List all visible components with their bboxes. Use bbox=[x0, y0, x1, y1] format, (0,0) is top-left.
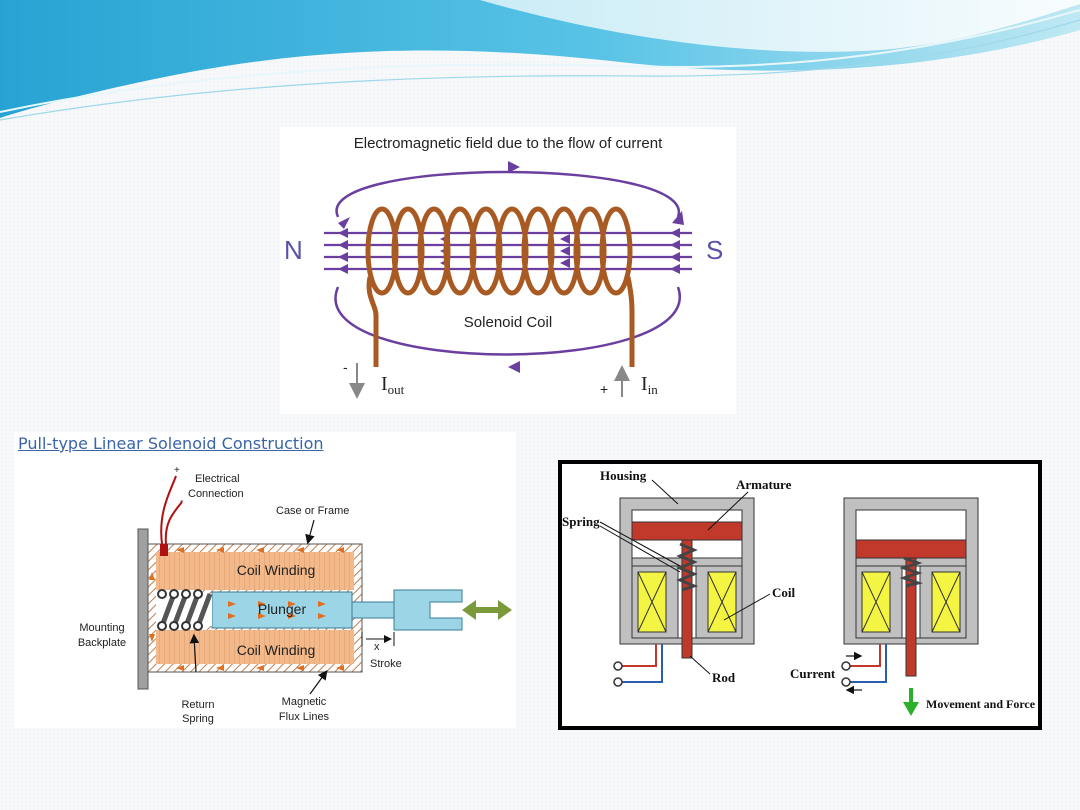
pull-type-solenoid-diagram: Pull-type Linear Solenoid Construction bbox=[14, 432, 516, 728]
field-lines-internal bbox=[324, 231, 692, 271]
housing-label: Housing bbox=[600, 468, 647, 483]
solenoid-unit-right bbox=[841, 497, 979, 695]
movement-down-arrow bbox=[903, 688, 919, 716]
solenoid-coil-label: Solenoid Coil bbox=[464, 314, 552, 331]
rod-right bbox=[905, 557, 917, 677]
coil-winding-top-label: Coil Winding bbox=[237, 562, 316, 578]
mounting-backplate bbox=[137, 528, 149, 690]
svg-text:+: + bbox=[174, 465, 180, 476]
terminal-block bbox=[160, 544, 168, 556]
current-in-label: Iin bbox=[641, 373, 658, 397]
stroke-label: Stroke bbox=[370, 658, 402, 670]
spring-right bbox=[899, 556, 924, 588]
field-title: Electromagnetic field due to the flow of… bbox=[354, 135, 663, 152]
current-out-label: Iout bbox=[381, 373, 405, 397]
movement-double-arrow bbox=[462, 600, 512, 620]
flux-arrows bbox=[149, 547, 344, 671]
spring-label: Spring bbox=[562, 514, 600, 529]
coil-winding-bottom-block bbox=[156, 630, 354, 664]
rod-label: Rod bbox=[712, 670, 736, 685]
coil-lead-in bbox=[625, 276, 635, 367]
clevis-end bbox=[393, 589, 463, 631]
plunger-label: Plunger bbox=[258, 601, 307, 617]
solenoid-field-diagram: Electromagnetic field due to the flow of… bbox=[280, 127, 736, 414]
solenoid-unit-left bbox=[613, 497, 755, 687]
coil-winding-top-block bbox=[156, 552, 354, 590]
pull-type-title-link[interactable]: Pull-type Linear Solenoid Construction bbox=[18, 434, 324, 453]
current-label: Current bbox=[790, 666, 836, 681]
minus-sign: - bbox=[343, 359, 348, 375]
rod-left bbox=[681, 539, 693, 659]
svg-text:-: - bbox=[180, 495, 184, 507]
pole-north-label: N bbox=[284, 235, 303, 265]
field-loop-bottom bbox=[334, 286, 682, 356]
coil-lead-out bbox=[366, 276, 379, 367]
plunger-rod bbox=[351, 601, 395, 619]
plunger-body bbox=[211, 591, 353, 629]
field-loop-top bbox=[335, 170, 680, 218]
armature-label: Armature bbox=[736, 477, 792, 492]
armature-right bbox=[855, 539, 967, 559]
coil-label: Coil bbox=[772, 585, 796, 600]
stroke-x-label: x bbox=[374, 641, 380, 653]
movement-force-label: Movement and Force bbox=[926, 697, 1036, 711]
coil-windings bbox=[365, 206, 633, 296]
armature-left bbox=[631, 521, 743, 541]
pole-south-label: S bbox=[706, 235, 723, 265]
spring-left bbox=[676, 542, 699, 592]
housing-armature-diagram: Housing Armature Spring Coil Rod Current… bbox=[558, 460, 1042, 730]
return-spring bbox=[156, 589, 213, 631]
case-frame-label: Case or Frame bbox=[276, 505, 349, 517]
header-wave-decoration bbox=[0, 0, 1080, 121]
coil-winding-bottom-label: Coil Winding bbox=[237, 642, 316, 658]
plus-sign: + bbox=[600, 381, 608, 397]
